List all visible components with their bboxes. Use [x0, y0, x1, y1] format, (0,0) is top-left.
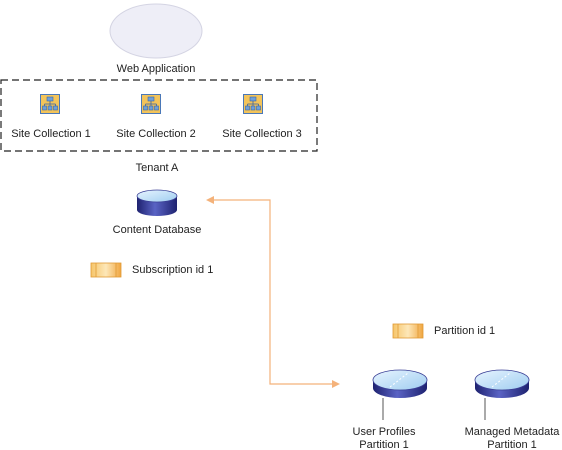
partition-label: Partition id 1: [434, 325, 496, 337]
managed-metadata-line1: Managed Metadata: [464, 426, 560, 438]
connector-arrow-right: [332, 380, 340, 388]
managed-metadata-label: Managed Metadata Partition 1: [465, 426, 560, 450]
user-profiles-line2: Partition 1: [359, 439, 409, 450]
user-profiles-line1: User Profiles: [352, 426, 416, 438]
connector-arrow-left: [206, 196, 214, 204]
subscription-label: Subscription id 1: [132, 264, 214, 276]
user-profiles-label: User Profiles Partition 1: [353, 426, 416, 450]
web-application-ellipse: [109, 3, 203, 59]
web-application-label: Web Application: [116, 63, 196, 75]
site-collection-3-label: Site Collection 3: [222, 128, 302, 140]
site-collection-1-label: Site Collection 1: [11, 128, 91, 140]
tenant-boundary-box: [0, 79, 318, 152]
tenant-label: Tenant A: [135, 162, 179, 174]
managed-metadata-line2: Partition 1: [487, 439, 537, 450]
content-database-label: Content Database: [112, 224, 202, 236]
site-collection-2-label: Site Collection 2: [116, 128, 196, 140]
